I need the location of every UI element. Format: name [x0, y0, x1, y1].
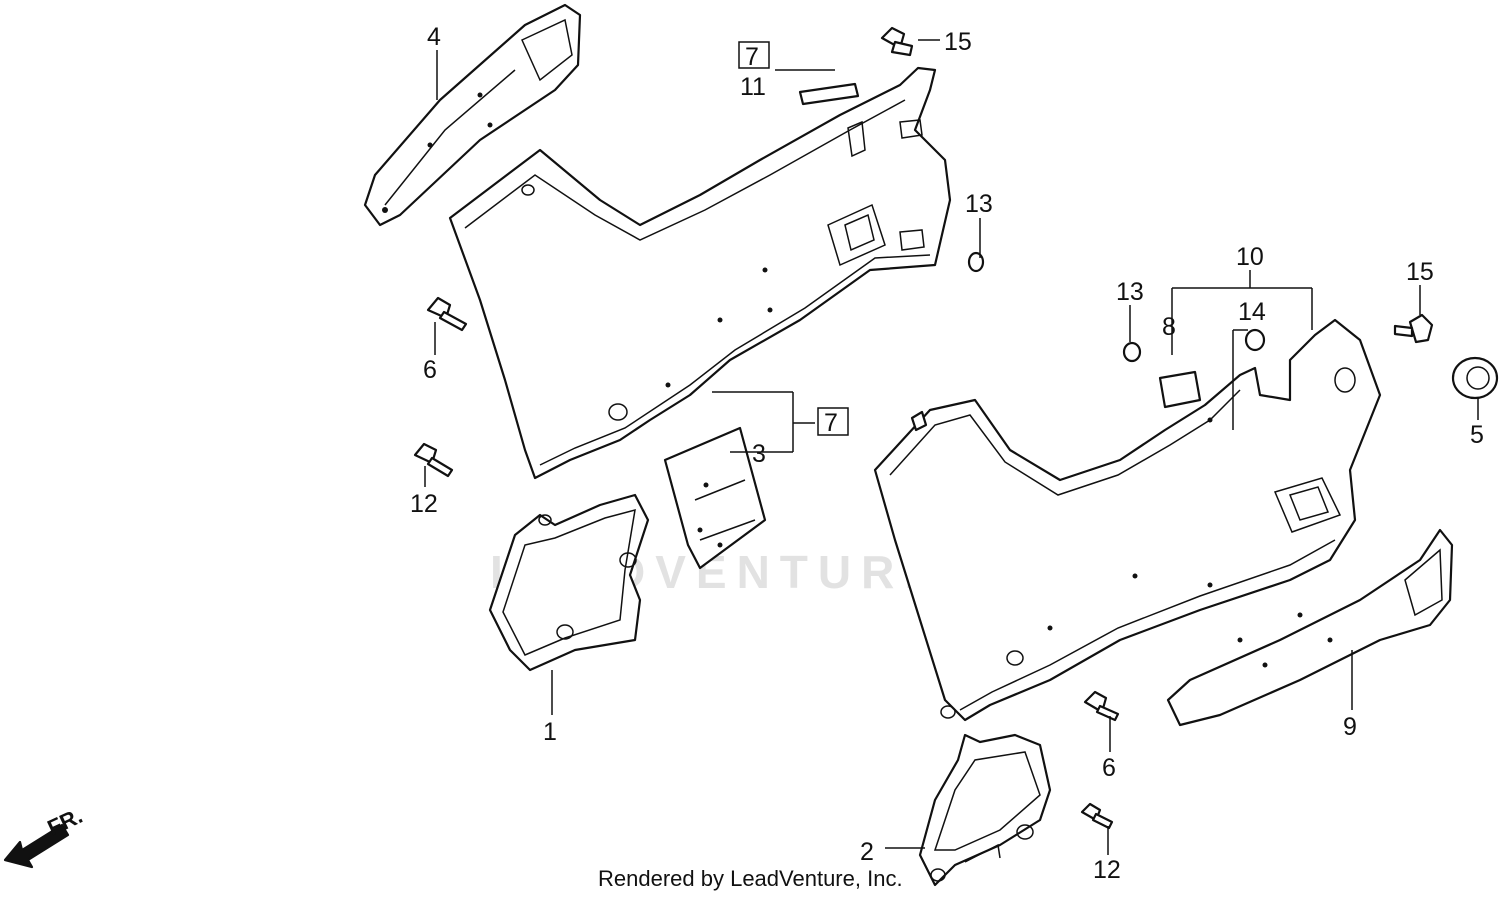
callout-11: 11: [740, 73, 766, 101]
part-1-cover[interactable]: [488, 493, 650, 672]
callout-15-top: 15: [944, 28, 972, 56]
front-direction-arrow: FR.: [3, 803, 86, 869]
part-15-clip-top[interactable]: [880, 26, 914, 57]
callout-3: 3: [752, 440, 766, 468]
part-8-pad[interactable]: [1158, 370, 1202, 409]
part-12-screw-right[interactable]: [1080, 802, 1114, 830]
part-3-insulator[interactable]: [663, 426, 767, 570]
part-13-nut-right[interactable]: [1122, 341, 1142, 363]
part-6-screw-right[interactable]: [1083, 690, 1120, 722]
callout-2: 2: [860, 838, 874, 866]
ref-box-7-top: [738, 41, 770, 69]
callout-6-right: 6: [1102, 754, 1116, 782]
callout-10: 10: [1236, 243, 1264, 271]
callout-13-top: 13: [965, 190, 993, 218]
part-13-nut-top[interactable]: [967, 251, 985, 273]
part-5-grommet[interactable]: [1451, 356, 1499, 400]
callout-5: 5: [1470, 421, 1484, 449]
part-12-screw-left[interactable]: [413, 442, 454, 478]
right-quarter-trim-panel[interactable]: [873, 318, 1382, 722]
part-14-clip[interactable]: [1244, 328, 1266, 352]
part-2-cover[interactable]: [918, 733, 1052, 887]
left-quarter-trim-panel[interactable]: [448, 66, 952, 480]
ref-box-7-mid: [817, 407, 849, 436]
part-15-clip-right[interactable]: [1393, 313, 1434, 344]
callout-15-right: 15: [1406, 258, 1434, 286]
callout-6-left: 6: [423, 356, 437, 384]
callout-4: 4: [427, 23, 441, 51]
callout-14: 14: [1238, 298, 1266, 326]
callout-7-mid: 7: [824, 409, 838, 437]
callout-1: 1: [543, 718, 557, 746]
callout-8: 8: [1162, 313, 1176, 341]
footer-credit: Rendered by LeadVenture, Inc.: [598, 866, 903, 891]
leader-lines: [424, 39, 1479, 855]
part-4-trim-strip[interactable]: [363, 3, 582, 227]
callout-12-left: 12: [410, 490, 438, 518]
callout-7-top: 7: [745, 43, 759, 71]
part-9-trim-strip[interactable]: [1166, 528, 1454, 727]
part-6-screw-left[interactable]: [426, 296, 468, 332]
callout-9: 9: [1343, 713, 1357, 741]
part-11-label[interactable]: [798, 82, 860, 106]
callout-13-right: 13: [1116, 278, 1144, 306]
callout-12-right: 12: [1093, 856, 1121, 884]
